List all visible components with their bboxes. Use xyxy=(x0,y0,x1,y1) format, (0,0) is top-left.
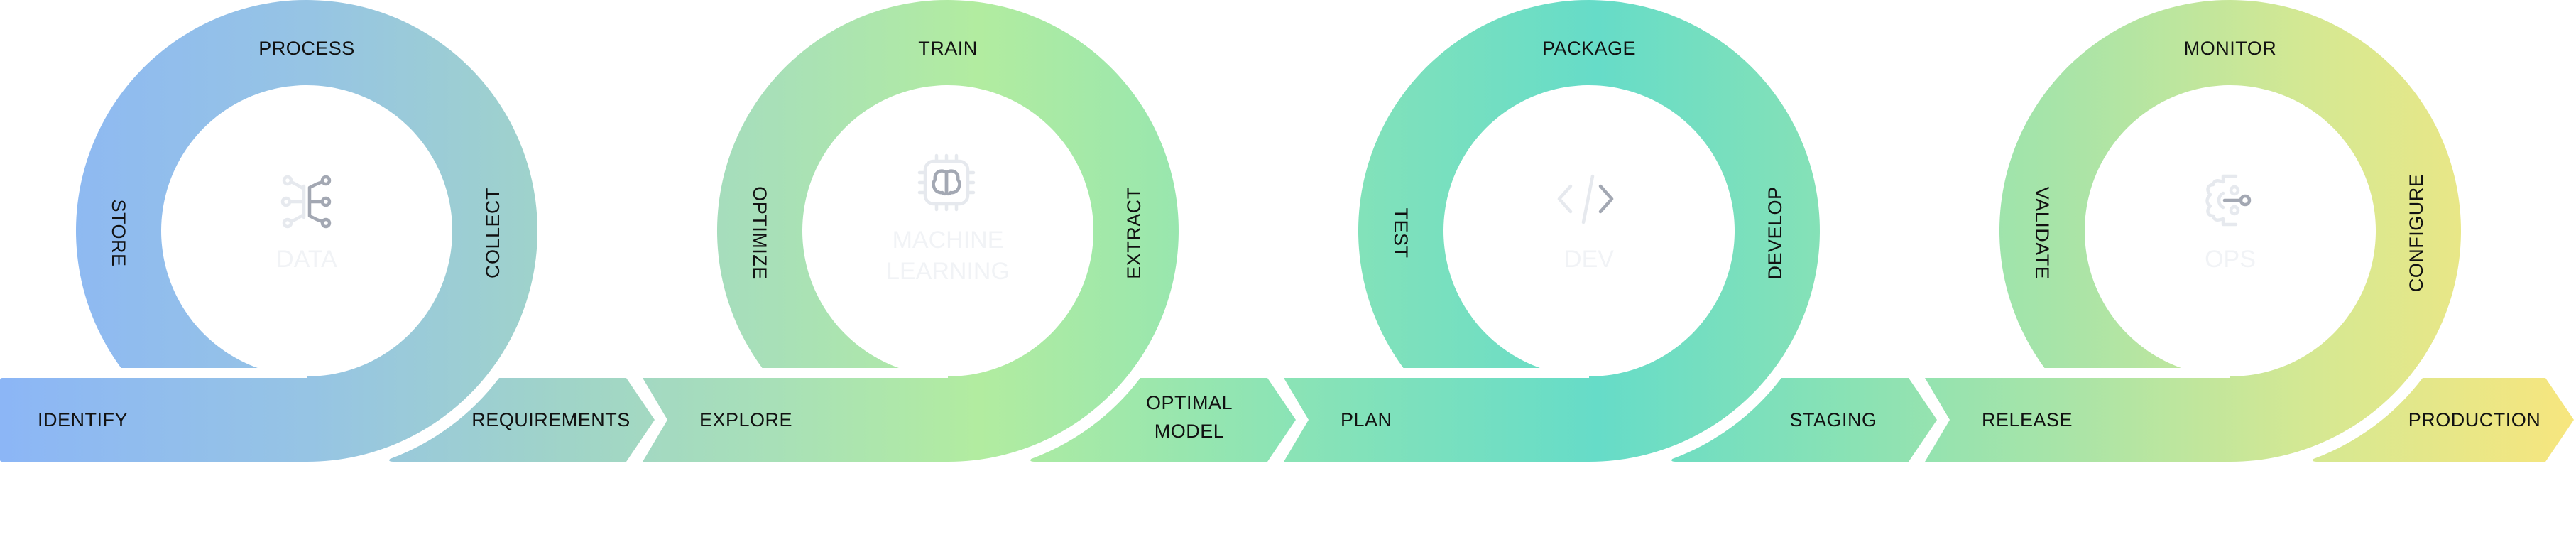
center-title-line: MACHINE xyxy=(893,227,1004,254)
exit-label: STAGING xyxy=(1789,409,1877,430)
brain-chip-icon xyxy=(917,153,976,212)
center-title-line: LEARNING xyxy=(886,258,1010,285)
center-title: OPS xyxy=(2205,246,2256,273)
center-title: DATA xyxy=(276,246,337,273)
entry-label: RELEASE xyxy=(1982,409,2073,430)
ops-exit-chevron xyxy=(2313,378,2574,462)
ops-loop-band xyxy=(1925,0,2461,462)
dev-loop-band xyxy=(1284,0,1820,462)
right-label: EXTRACT xyxy=(1123,187,1145,279)
entry-label: IDENTIFY xyxy=(38,409,128,430)
entry-label: EXPLORE xyxy=(699,409,792,430)
machine-learning-loop-band xyxy=(643,0,1179,462)
flow-labels: PROCESS STORE COLLECT IDENTIFY REQUIREMENTS D… xyxy=(38,38,2540,442)
exit-label-line: OPTIMAL xyxy=(1146,392,1233,413)
exit-label-line: MODEL xyxy=(1155,421,1225,442)
right-label: CONFIGURE xyxy=(2406,174,2427,293)
top-label: TRAIN xyxy=(918,38,978,59)
data-exit-chevron xyxy=(389,378,655,462)
dev-exit-chevron xyxy=(1671,378,1937,462)
left-label: STORE xyxy=(108,199,129,266)
flow-shapes xyxy=(0,0,2574,462)
machine-learning-exit-chevron xyxy=(1030,378,1296,462)
data-loop-band xyxy=(0,0,537,462)
top-label: MONITOR xyxy=(2184,38,2277,59)
data-branch-icon xyxy=(280,175,332,229)
left-label: TEST xyxy=(1390,207,1412,258)
gear-connector-icon xyxy=(2205,174,2252,227)
center-title: DEV xyxy=(1564,246,1614,273)
top-label: PROCESS xyxy=(258,38,355,59)
top-label: PACKAGE xyxy=(1542,38,1636,59)
left-label: OPTIMIZE xyxy=(749,186,770,280)
right-label: COLLECT xyxy=(482,188,503,278)
exit-label: PRODUCTION xyxy=(2408,409,2541,430)
entry-label: PLAN xyxy=(1341,409,1392,430)
right-label: DEVELOP xyxy=(1764,186,1786,279)
exit-label: REQUIREMENTS xyxy=(471,409,631,430)
left-label: VALIDATE xyxy=(2031,187,2053,280)
code-icon xyxy=(1557,174,1614,224)
